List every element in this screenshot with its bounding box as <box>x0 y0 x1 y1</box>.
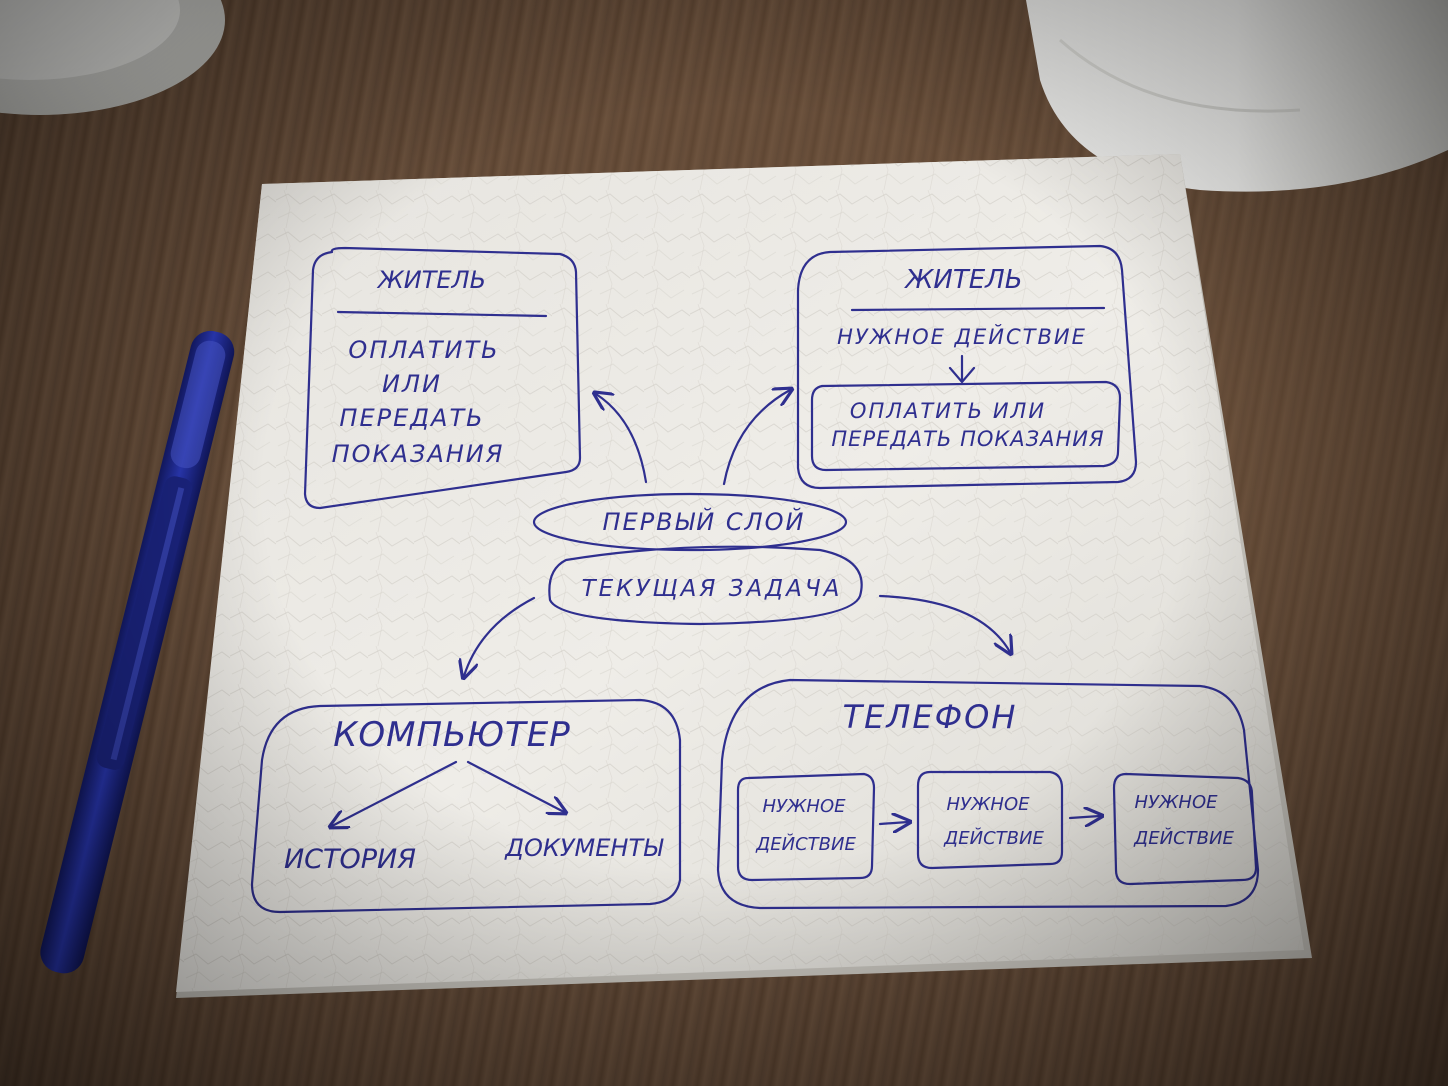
phone-step-box-1 <box>736 772 876 882</box>
top-right-inner-line-1: ОПЛАТИТЬ ИЛИ <box>850 399 1046 423</box>
phone-step-arrow-2 <box>1068 816 1100 818</box>
computer-card-title: КОМПЬЮТЕР <box>333 715 571 755</box>
top-right-action-arrow <box>948 354 976 384</box>
first-layer-label: ПЕРВЫЙ СЛОЙ <box>602 507 805 536</box>
arrow-to-top-left <box>596 394 648 484</box>
arrow-to-history <box>332 760 458 826</box>
phone-step-1-line-2: ДЕЙСТВИЕ <box>755 833 856 855</box>
phone-step-box-3 <box>1112 772 1258 886</box>
arrow-to-phone <box>878 594 1010 652</box>
arrow-to-top-right <box>722 390 790 486</box>
computer-card-outline <box>250 698 682 914</box>
phone-step-box-2 <box>916 770 1064 870</box>
computer-history-label: ИСТОРИЯ <box>284 844 416 875</box>
first-layer-oval <box>532 492 848 552</box>
phone-card-title: ТЕЛЕФОН <box>843 698 1018 736</box>
phone-step-2-line-2: ДЕЙСТВИЕ <box>943 827 1044 849</box>
cup <box>1026 0 1448 192</box>
top-left-card-line-3: ПЕРЕДАТЬ <box>339 404 484 432</box>
current-task-label: ТЕКУЩАЯ ЗАДАЧА <box>582 576 843 602</box>
top-left-card-divider <box>336 310 548 318</box>
current-task-oval <box>548 545 863 626</box>
top-left-card-outline <box>303 246 582 510</box>
phone-step-3-line-2: ДЕЙСТВИЕ <box>1133 827 1234 849</box>
top-left-card-line-1: ОПЛАТИТЬ <box>348 336 499 364</box>
top-right-card-title: ЖИТЕЛЬ <box>903 265 1022 295</box>
top-right-card-outline <box>796 244 1138 490</box>
phone-step-arrow-1 <box>878 822 908 824</box>
napkin <box>176 154 1312 998</box>
arrow-to-computer <box>464 596 536 676</box>
arrow-to-documents <box>466 760 564 812</box>
top-left-card-line-4: ПОКАЗАНИЯ <box>332 440 505 468</box>
pen <box>40 330 235 974</box>
top-right-inner-line-2: ПЕРЕДАТЬ ПОКАЗАНИЯ <box>831 427 1104 451</box>
computer-documents-label: ДОКУМЕНТЫ <box>504 834 664 862</box>
top-right-card-divider <box>850 306 1106 312</box>
plate <box>0 0 225 115</box>
phone-step-2-line-1: НУЖНОЕ <box>947 794 1031 815</box>
phone-card-outline <box>716 678 1260 910</box>
top-left-card-line-2: ИЛИ <box>382 370 442 398</box>
top-right-card-action: НУЖНОЕ ДЕЙСТВИЕ <box>837 324 1087 349</box>
top-left-card-title: ЖИТЕЛЬ <box>376 266 486 294</box>
phone-step-3-line-1: НУЖНОЕ <box>1135 792 1219 813</box>
top-right-inner-box <box>810 380 1122 472</box>
phone-step-1-line-1: НУЖНОЕ <box>763 796 847 817</box>
